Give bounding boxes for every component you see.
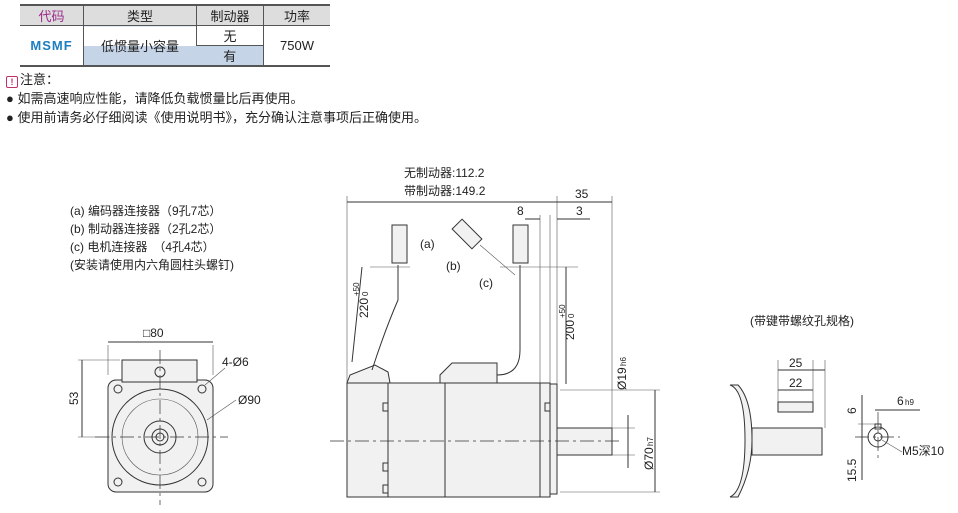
thread-label: M5深10	[902, 444, 944, 458]
cable-a-length: 220	[357, 298, 371, 318]
key-tolerance: h9	[905, 398, 914, 407]
shaft-diameter: Ø19	[615, 367, 629, 390]
connector-c-label: (c)	[479, 276, 493, 290]
length-no-brake: 无制动器:112.2	[404, 166, 485, 180]
spec-table: 代码 类型 制动器 功率 MSMF 低惯量小容量 无 750W 有	[20, 4, 330, 67]
cell-power: 750W	[263, 25, 330, 67]
brake-option-with[interactable]: 有	[196, 45, 264, 67]
dim-8-label: 8	[517, 204, 524, 218]
length-with-brake: 带制动器:149.2	[404, 184, 486, 198]
legend-item: (a) 编码器连接器（9孔7芯）	[70, 203, 221, 218]
note-item: 如需高速响应性能，请降低负载惯量比后再使用。	[17, 91, 304, 106]
tol-zero: 0	[567, 313, 576, 318]
note-item: 使用前请务必仔细阅读《使用说明书》，充分确认注意事项后正确使用。	[17, 110, 427, 125]
tol-plus: +50	[352, 282, 361, 296]
key-width-label: 6	[897, 394, 904, 408]
dim-6-label: 6	[845, 407, 859, 414]
key-spec-title: (带键带螺纹孔规格)	[750, 313, 854, 328]
header-brake: 制动器	[196, 4, 264, 26]
pcd-label: Ø90	[238, 393, 261, 407]
square-size-label: □80	[143, 326, 164, 340]
brake-option-none[interactable]: 无	[196, 25, 264, 46]
connector-b-label: (b)	[446, 259, 461, 273]
height-label: 53	[67, 391, 81, 405]
dim-3-label: 3	[576, 204, 583, 218]
cell-type: 低惯量小容量	[83, 25, 197, 67]
dim-25-label: 25	[789, 356, 803, 370]
key-view: (带键带螺纹孔规格) 25 22 6 h9 6 15.5 M5深10	[729, 313, 944, 498]
notes: !注意： ● 如需高速响应性能，请降低负载惯量比后再使用。 ● 使用前请务必仔细…	[6, 72, 427, 125]
legend-item: (c) 电机连接器 （4孔4芯）	[70, 239, 215, 254]
dim-22-label: 22	[789, 376, 803, 390]
notes-title: 注意：	[20, 72, 60, 87]
shaft-tolerance: h6	[619, 357, 628, 366]
legend-item: (b) 制动器连接器（2孔2芯）	[70, 221, 221, 236]
side-view: 无制动器:112.2 带制动器:149.2 35 8 3 (a) (b) (c)…	[330, 166, 660, 498]
spigot-diameter: Ø70	[642, 447, 656, 470]
tol-plus: +50	[558, 304, 567, 318]
warning-icon: !	[6, 76, 18, 88]
header-power: 功率	[263, 4, 330, 26]
shaft-length-label: 35	[575, 187, 589, 201]
holes-label: 4-Ø6	[222, 355, 249, 369]
tol-zero: 0	[361, 291, 370, 296]
connector-legend: (a) 编码器连接器（9孔7芯） (b) 制动器连接器（2孔2芯） (c) 电机…	[70, 203, 234, 272]
legend-item: (安装请使用内六角圆柱头螺钉)	[70, 257, 234, 272]
header-code: 代码	[20, 4, 84, 26]
connector-a-label: (a)	[420, 237, 435, 251]
cell-code: MSMF	[20, 25, 84, 67]
spigot-tolerance: h7	[646, 437, 655, 446]
front-view: □80 4-Ø6 Ø90 53	[67, 326, 261, 505]
dim-15-5-label: 15.5	[845, 458, 859, 482]
cable-c-length: 200	[563, 320, 577, 340]
header-type: 类型	[83, 4, 197, 26]
